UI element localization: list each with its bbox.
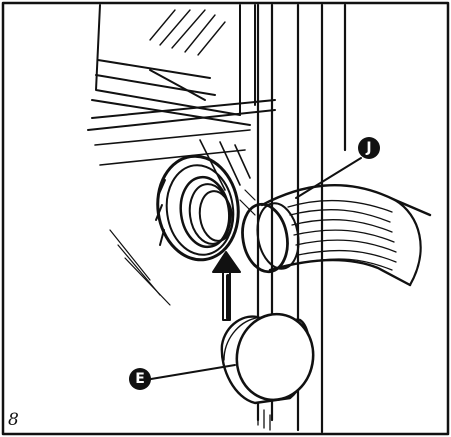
- port-flange-inner: [165, 164, 235, 256]
- figure-number: 8: [8, 410, 19, 430]
- callout-e: E: [129, 368, 151, 390]
- port-ring-2: [188, 183, 232, 245]
- panel-lines: [94, 129, 251, 191]
- glass-hatching: [149, 9, 226, 56]
- leader-line-e: [150, 364, 236, 380]
- cap-face: [235, 312, 315, 402]
- hose-j: [241, 184, 432, 287]
- port-ring-3: [198, 190, 234, 242]
- cap-e: [220, 312, 315, 405]
- insert-arrow: [212, 251, 241, 321]
- callout-j: J: [358, 137, 380, 159]
- hose-coupling-ring: [256, 202, 300, 270]
- window-frame: [87, 4, 276, 131]
- wall-hatching: [109, 189, 256, 306]
- exhaust-port: [155, 154, 240, 262]
- leader-line-j: [295, 157, 362, 199]
- floor-marks: [257, 404, 271, 431]
- hose-coupling: [241, 202, 289, 274]
